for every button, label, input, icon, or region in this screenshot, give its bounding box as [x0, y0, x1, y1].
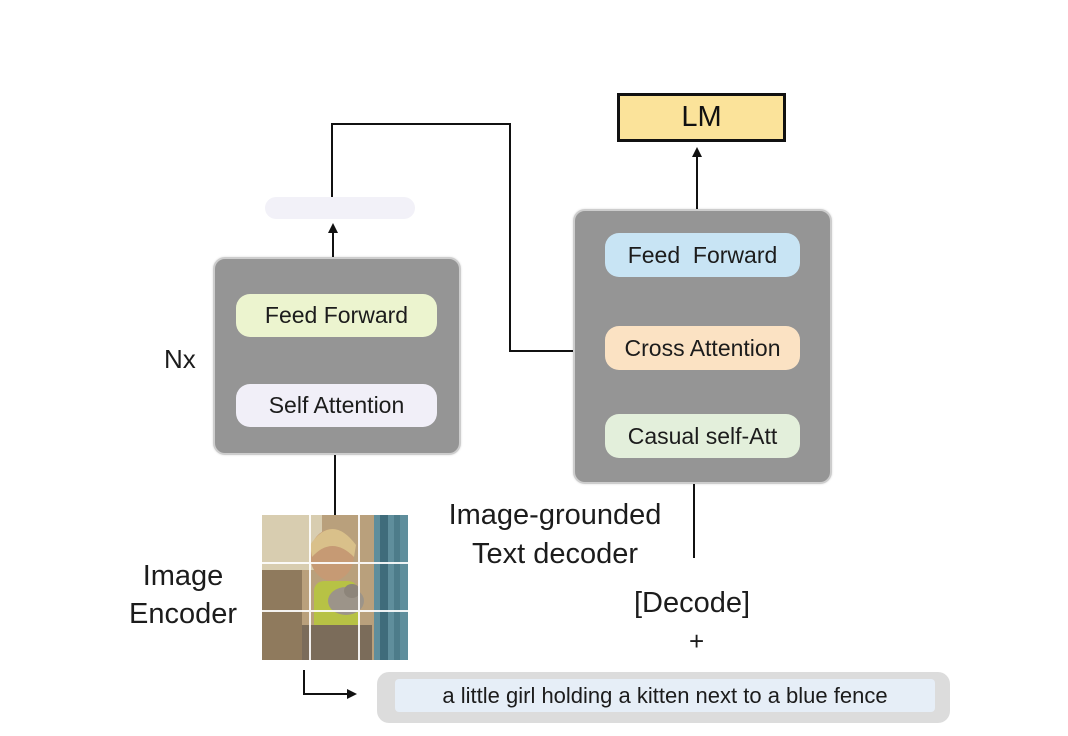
- decoder-cross-attention: Cross Attention: [605, 326, 800, 370]
- decoder-title-line1: Image-grounded: [448, 499, 662, 531]
- encoder-feed-forward: Feed Forward: [236, 294, 437, 337]
- decoder-title-line2: Text decoder: [471, 538, 639, 570]
- encoder-to-cross-attention-line: [331, 123, 576, 352]
- encoder-self-attention: Self Attention: [236, 384, 437, 427]
- decode-token: [Decode]: [634, 587, 751, 619]
- plus-sign: +: [689, 626, 705, 656]
- encoder-title-line1: Image: [142, 560, 224, 592]
- decoder-causal-self-att: Casual self-Att: [605, 414, 800, 458]
- encoder-output-placeholder: [265, 197, 415, 219]
- encoder-title-line2: Encoder: [128, 598, 237, 630]
- caption-text: a little girl holding a kitten next to a…: [395, 679, 935, 712]
- input-image-patches: [262, 515, 408, 660]
- girl-with-kitten-image: [262, 515, 408, 660]
- decoder-feed-forward: Feed Forward: [605, 233, 800, 277]
- image-to-caption-arrow: [303, 670, 357, 699]
- lm-head-box: LM: [617, 93, 786, 142]
- encoder-repeat-label: Nx: [164, 344, 196, 374]
